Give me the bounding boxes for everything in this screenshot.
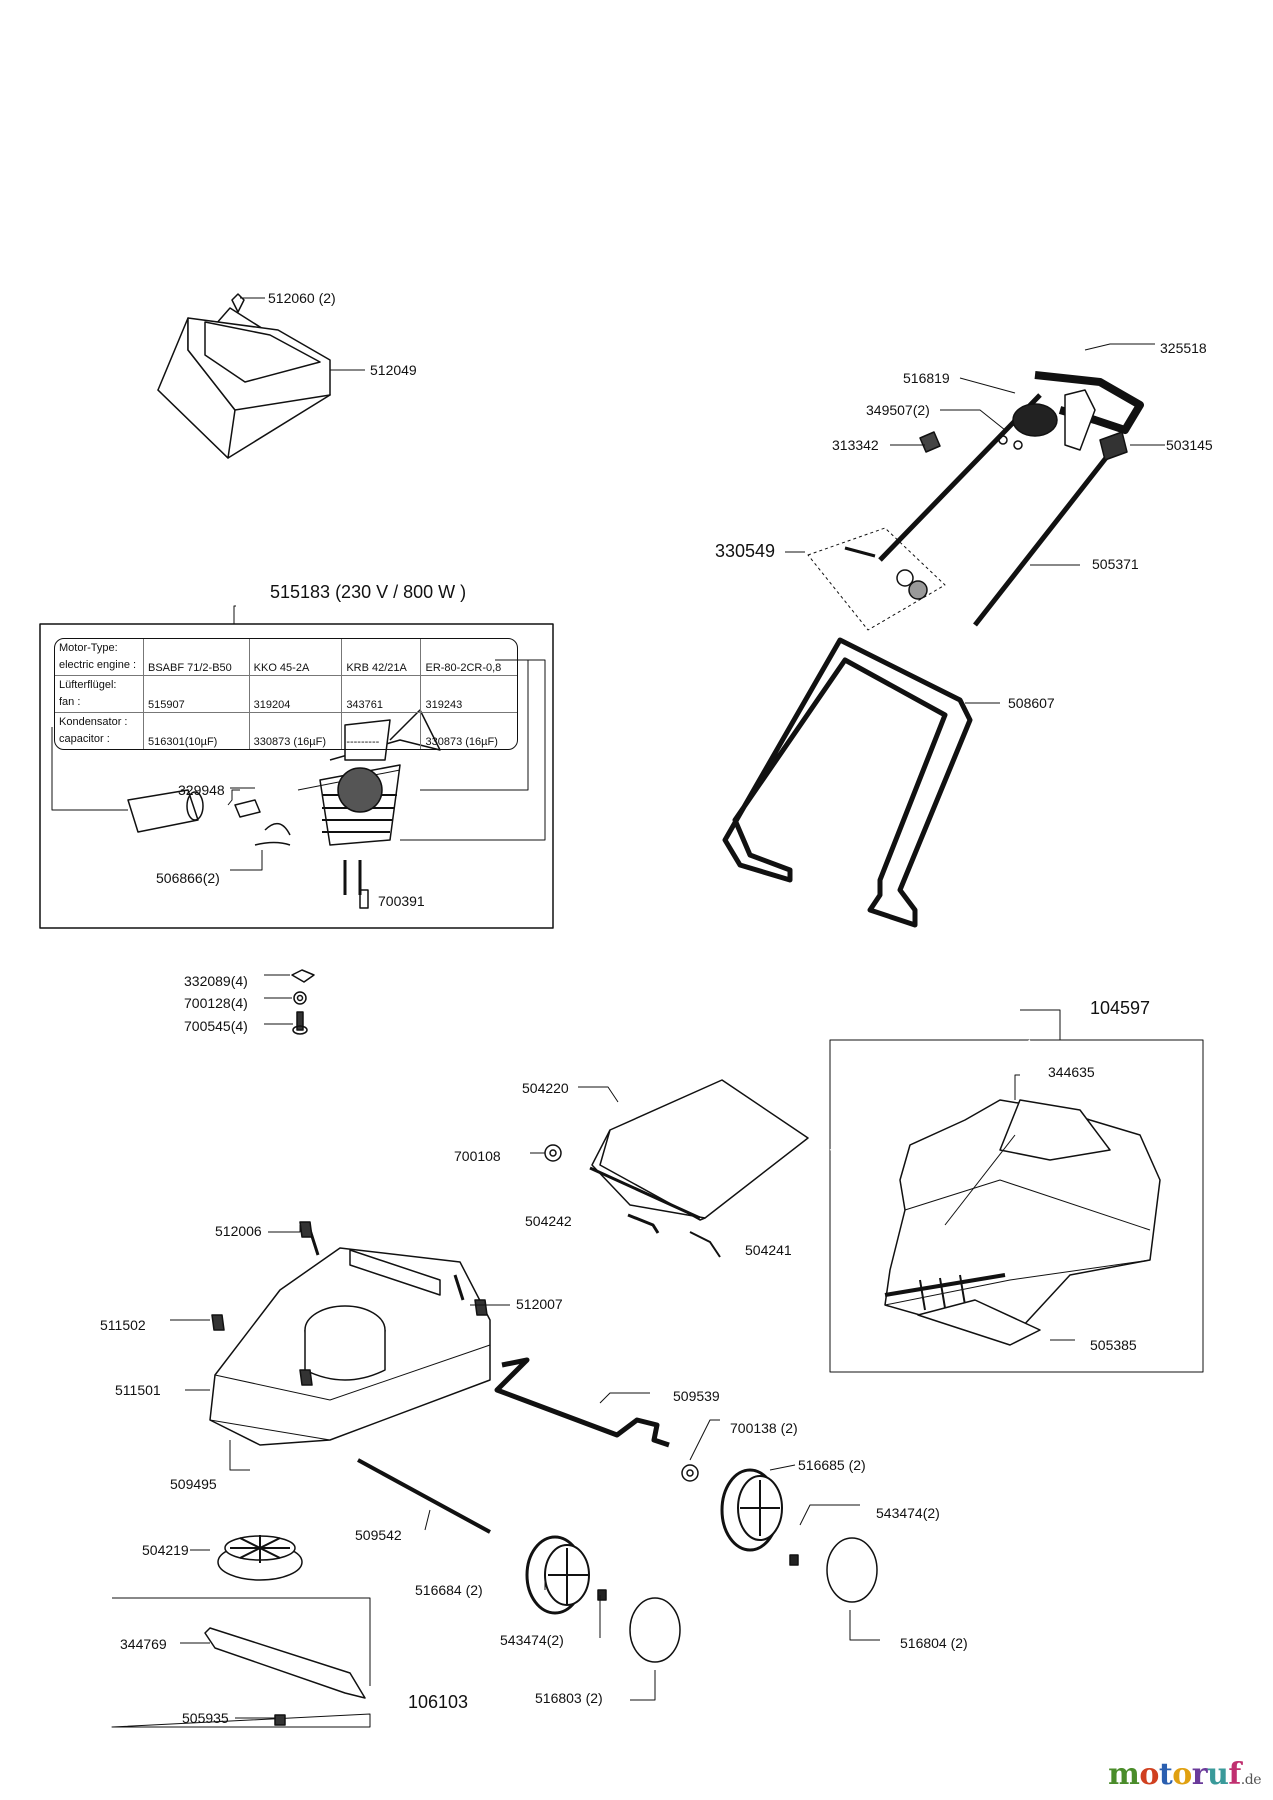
capacitor-cell: 516301(10µF) xyxy=(143,712,250,749)
part-label: 329948 xyxy=(178,782,225,798)
part-label: 700138 (2) xyxy=(730,1420,798,1436)
motor-type-cell: ER-80-2CR-0,8 xyxy=(420,639,517,676)
part-label: 506866(2) xyxy=(156,870,220,886)
leader-lines xyxy=(170,297,1165,1719)
part-label: 344635 xyxy=(1048,1064,1095,1080)
motor-type-cell: KRB 42/21A xyxy=(341,639,421,676)
blade-box-drawing xyxy=(111,1597,371,1728)
fan-cell: 515907 xyxy=(143,675,250,713)
part-label: 349507(2) xyxy=(866,402,930,418)
part-label: 516819 xyxy=(903,370,950,386)
capacitor-cell: --------- xyxy=(341,712,421,749)
part-label: 325518 xyxy=(1160,340,1207,356)
catcher-cover-drawing xyxy=(157,293,331,459)
part-label: 104597 xyxy=(1090,998,1151,1018)
part-label: 505385 xyxy=(1090,1337,1137,1353)
fan-cell: 343761 xyxy=(341,675,421,713)
part-label: 700545(4) xyxy=(184,1018,248,1034)
fan-cell: 319243 xyxy=(420,675,517,713)
part-label: 512049 xyxy=(370,362,417,378)
upper-handle-drawing xyxy=(878,371,1144,627)
motor-type-cell: BSABF 71/2-B50 xyxy=(143,639,250,676)
discharge-flap-drawing xyxy=(530,1079,809,1258)
lower-handle-drawing xyxy=(722,637,973,928)
part-label: 700128(4) xyxy=(184,995,248,1011)
part-label: 505371 xyxy=(1092,556,1139,572)
part-label: 504241 xyxy=(745,1242,792,1258)
fan-drawing xyxy=(217,1535,303,1581)
part-label: 516685 (2) xyxy=(798,1457,866,1473)
part-label: 700108 xyxy=(454,1148,501,1164)
mower-deck-drawing xyxy=(209,1221,491,1446)
fan-label: Lüfterflügel:fan : xyxy=(55,675,144,713)
motor-box xyxy=(39,623,554,929)
part-label: 512007 xyxy=(516,1296,563,1312)
part-label: 509539 xyxy=(673,1388,720,1404)
part-label: 313342 xyxy=(832,437,879,453)
part-label: 516803 (2) xyxy=(535,1690,603,1706)
part-label: 504219 xyxy=(142,1542,189,1558)
grass-bag-drawing xyxy=(829,1009,1204,1373)
part-label: 516684 (2) xyxy=(415,1582,483,1598)
part-label: 330549 xyxy=(715,541,776,561)
capacitor-cell: 330873 (16µF) xyxy=(420,712,517,749)
part-label: 512006 xyxy=(215,1223,262,1239)
part-label: 509495 xyxy=(170,1476,217,1492)
part-label: 509542 xyxy=(355,1527,402,1543)
fasteners-drawing xyxy=(264,969,315,1035)
part-label: 516804 (2) xyxy=(900,1635,968,1651)
part-label: 505935 xyxy=(182,1710,229,1726)
part-label: 344769 xyxy=(120,1636,167,1652)
part-label: 332089(4) xyxy=(184,973,248,989)
wheels-drawing xyxy=(525,1468,878,1663)
part-label: 511502 xyxy=(100,1317,146,1333)
capacitor-cell: 330873 (16µF) xyxy=(248,712,342,749)
motor-type-table: Motor-Type:electric engine : BSABF 71/2-… xyxy=(54,638,518,750)
screw-kit-drawing xyxy=(807,527,946,631)
part-label: 503145 xyxy=(1166,437,1213,453)
capacitor-label: Kondensator :capacitor : xyxy=(59,716,128,745)
part-label: 512060 (2) xyxy=(268,290,336,306)
part-label: 106103 xyxy=(408,1692,469,1712)
fan-cell: 319204 xyxy=(248,675,342,713)
axles-drawing xyxy=(357,1357,699,1534)
part-label: 543474(2) xyxy=(876,1505,940,1521)
brand-logo: motoruf.de xyxy=(1108,1757,1261,1792)
motor-type-cell: KKO 45-2A xyxy=(248,639,342,676)
part-label: 700391 xyxy=(378,893,425,909)
part-label: 508607 xyxy=(1008,695,1055,711)
part-label: 543474(2) xyxy=(500,1632,564,1648)
part-label: 504242 xyxy=(525,1213,572,1229)
part-label: 504220 xyxy=(522,1080,569,1096)
motor-type-label: Motor-Type:electric engine : xyxy=(55,639,144,676)
part-label: 515183 (230 V / 800 W ) xyxy=(270,582,467,602)
part-label: 511501 xyxy=(115,1382,161,1398)
